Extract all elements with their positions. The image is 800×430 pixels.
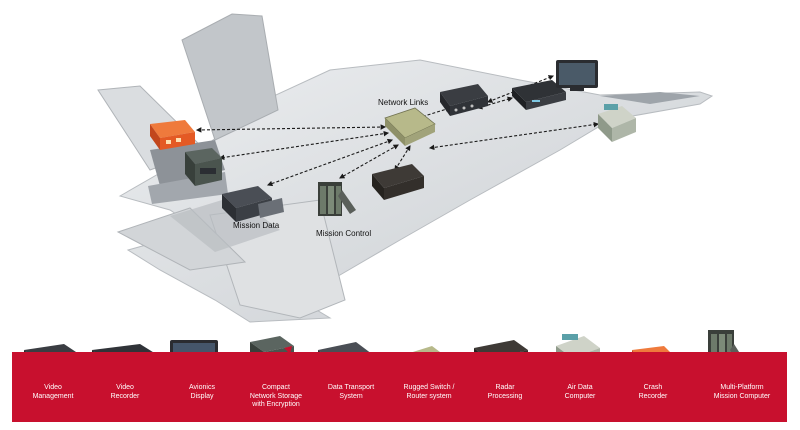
data-transport-unit <box>222 186 284 222</box>
radar-processing-unit <box>372 164 424 200</box>
product-label-mission-computer: Multi-Platform Mission Computer <box>713 384 771 400</box>
network-links-label: Network Links <box>378 98 429 107</box>
mission-control-label: Mission Control <box>316 229 372 238</box>
product-label-radar-processing: Radar Processing <box>487 384 523 400</box>
hub-switch-unit <box>384 107 436 146</box>
crash-recorder-unit <box>150 120 195 150</box>
product-label-crash-recorder: Crash Recorder <box>638 384 668 400</box>
product-label-air-data-computer: Air Data Computer <box>564 384 596 400</box>
product-label-video-recorder: Video Recorder <box>110 384 140 400</box>
product-label-data-transport: Data Transport System <box>327 384 375 400</box>
product-label-video-management: Video Management <box>32 384 74 400</box>
product-label-network-storage: Compact Network Storage with Encryption <box>249 384 303 408</box>
product-label-rugged-switch: Rugged Switch / Router system <box>403 384 455 400</box>
compact-network-storage-unit <box>185 148 222 186</box>
video-recorder-unit <box>512 80 566 110</box>
air-data-computer-unit <box>598 104 636 142</box>
mission-computer-unit <box>318 182 356 216</box>
video-management-unit <box>440 84 488 116</box>
avionics-display-unit <box>556 60 598 91</box>
product-band <box>12 352 787 422</box>
mission-data-label: Mission Data <box>233 221 280 230</box>
product-label-avionics-display: Avionics Display <box>189 384 215 400</box>
